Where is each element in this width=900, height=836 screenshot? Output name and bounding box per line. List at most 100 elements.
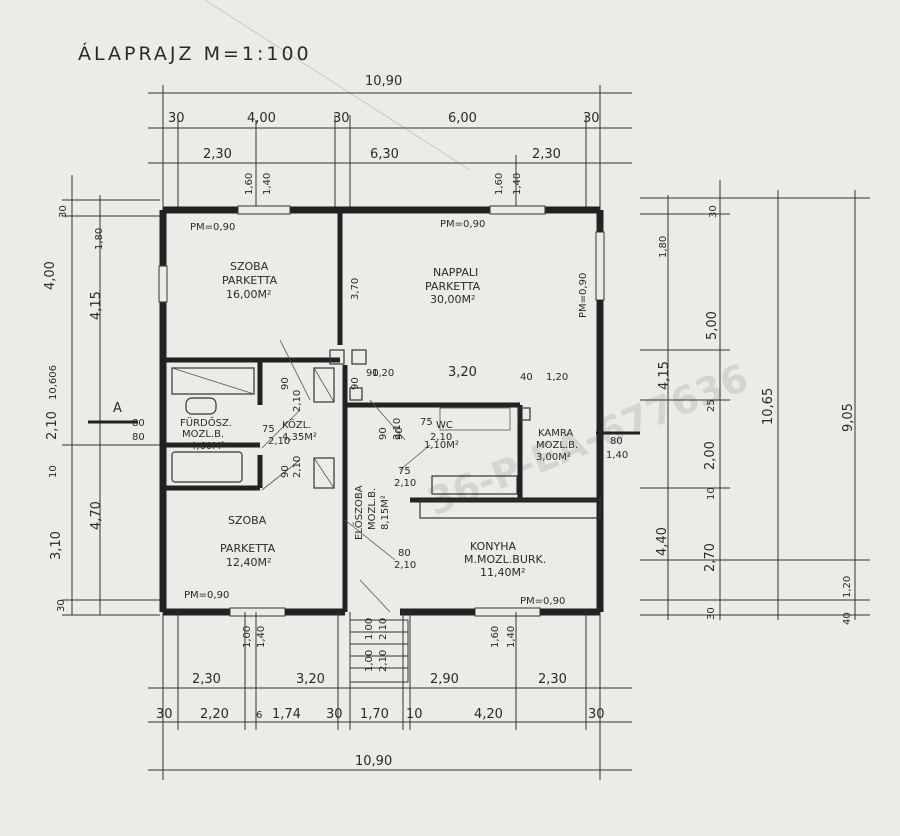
room-window-sill: PM=0,90 bbox=[184, 590, 229, 601]
dim-bottom-6: 6 bbox=[256, 710, 262, 721]
dim-bottom-window: 1,00 bbox=[242, 626, 253, 648]
dim-bottom-220: 2,20 bbox=[200, 707, 229, 722]
dim-bottom-10: 10 bbox=[406, 707, 423, 722]
dim-bottom-420: 4,20 bbox=[474, 707, 503, 722]
inner-dim: 2,10 bbox=[378, 618, 389, 640]
room-name: FÜRDŐSZ. bbox=[180, 415, 232, 429]
dim-right-30-a: 30 bbox=[708, 205, 719, 218]
room-eloszoba: ELŐSZOBA MOZL.B. 8,15M² bbox=[351, 485, 391, 540]
dim-bottom-230-a: 2,30 bbox=[192, 672, 221, 687]
dim-window-140-a: 1,40 bbox=[262, 173, 273, 195]
inner-dim: 90 bbox=[378, 427, 389, 440]
inner-dim: 2,10 bbox=[268, 436, 290, 447]
dim-bottom-window: 1,40 bbox=[256, 626, 267, 648]
room-floor: PARKETTA bbox=[425, 280, 481, 293]
dim-right-500: 5,00 bbox=[705, 311, 720, 340]
dim-top-30-b: 30 bbox=[333, 111, 350, 126]
bottom-dimensions: 1,00 1,40 1,00 2,10 1,60 1,40 2,30 3,20 … bbox=[148, 612, 632, 780]
dim-bottom-window: 1,00 bbox=[364, 650, 375, 672]
dim-bottom-290: 2,90 bbox=[430, 672, 459, 687]
dim-bottom-30-b: 30 bbox=[326, 707, 343, 722]
inner-dim: 3,70 bbox=[350, 278, 361, 300]
room-area: 12,40M² bbox=[226, 556, 271, 569]
dim-left-30-b: 30 bbox=[56, 599, 67, 612]
room-floor: PARKETTA bbox=[220, 542, 276, 555]
dim-right-door-140: 1,40 bbox=[606, 450, 628, 461]
dim-right-270: 2,70 bbox=[703, 543, 718, 572]
paper-fold-line bbox=[204, 0, 471, 171]
room-name: KAMRA bbox=[538, 428, 573, 439]
dim-top-230-b: 2,30 bbox=[532, 147, 561, 162]
room-window-sill-2: PM=0,90 bbox=[578, 273, 589, 318]
dim-right-200: 2,00 bbox=[703, 441, 718, 470]
inner-dim: 75 bbox=[398, 466, 411, 477]
dim-top-230-a: 2,30 bbox=[203, 147, 232, 162]
room-area: 30,00M² bbox=[430, 293, 475, 306]
dim-left-310: 3,10 bbox=[49, 531, 64, 560]
dim-top-total: 10,90 bbox=[365, 74, 402, 89]
top-dimensions: 10,90 30 4,00 30 6,00 30 2,30 6,30 2,30 … bbox=[148, 74, 632, 210]
dim-window-160-b: 1,60 bbox=[494, 173, 505, 195]
dim-left-10: 10 bbox=[48, 465, 59, 478]
windows bbox=[158, 205, 605, 617]
dim-window-160-a: 1,60 bbox=[244, 173, 255, 195]
inner-dim: 90 bbox=[280, 377, 291, 390]
inner-dim: 2,10 bbox=[394, 560, 416, 571]
room-window-sill: PM=0,90 bbox=[520, 596, 565, 607]
room-wc: WC 1,10M² bbox=[424, 420, 459, 451]
dim-top-30-a: 30 bbox=[168, 111, 185, 126]
room-name: WC bbox=[436, 420, 453, 431]
inner-dim: 1,00 bbox=[364, 618, 375, 640]
dim-right-905: 9,05 bbox=[841, 403, 856, 432]
inner-dim: 90 bbox=[366, 368, 379, 379]
room-name: SZOBA bbox=[230, 260, 269, 273]
inner-dim: 90 bbox=[394, 427, 405, 440]
room-area: 3,00M² bbox=[536, 452, 571, 463]
room-floor: MOZL.B. bbox=[536, 440, 578, 451]
room-area: 4,60M² bbox=[190, 441, 225, 452]
dim-left-400: 4,00 bbox=[43, 261, 58, 290]
section-marker-a: A bbox=[113, 401, 122, 416]
room-name: SZOBA bbox=[228, 514, 267, 527]
dim-left-10606: 10,606 bbox=[48, 365, 59, 400]
left-dimensions: 4,00 4,15 10,606 2,10 10 4,70 30 1,80 80… bbox=[43, 175, 160, 616]
dim-left-210: 2,10 bbox=[45, 411, 60, 440]
room-kozl: KÖZL. 4,35M² bbox=[282, 418, 317, 443]
room-name: NAPPALI bbox=[433, 266, 478, 279]
room-szoba-1: SZOBA PARKETTA 16,00M² PM=0,90 bbox=[190, 222, 278, 301]
room-floor: MOZL.B. bbox=[182, 429, 224, 440]
dim-right-10: 10 bbox=[706, 487, 717, 500]
inner-dim: 90 bbox=[280, 465, 291, 478]
dim-bottom-30-a: 30 bbox=[156, 707, 173, 722]
dim-right-25: 25 bbox=[706, 399, 717, 412]
inner-dim: 2,10 bbox=[392, 418, 403, 440]
dim-bottom-window: 1,60 bbox=[490, 626, 501, 648]
dim-right-440: 4,40 bbox=[655, 527, 670, 556]
room-konyha: KONYHA M.MOZL.BURK. 11,40M² PM=0,90 bbox=[464, 540, 565, 607]
dim-bottom-30-c: 30 bbox=[588, 707, 605, 722]
dim-left-80-a: 80 bbox=[132, 418, 145, 429]
inner-dim: 90 bbox=[350, 377, 361, 390]
dim-top-630: 6,30 bbox=[370, 147, 399, 162]
inner-dim: 75 bbox=[262, 424, 275, 435]
room-floor: M.MOZL.BURK. bbox=[464, 553, 546, 566]
inner-dim: 2,10 bbox=[292, 390, 303, 412]
dim-left-80-b: 80 bbox=[132, 432, 145, 443]
dim-right-180: 1,80 bbox=[658, 236, 669, 258]
inner-dim: 1,20 bbox=[372, 368, 394, 379]
fixtures bbox=[171, 339, 601, 683]
dim-window-140-b: 1,40 bbox=[512, 173, 523, 195]
dim-bottom-total: 10,90 bbox=[355, 754, 392, 769]
inner-dim: 40 bbox=[520, 372, 533, 383]
dim-top-600: 6,00 bbox=[448, 111, 477, 126]
dim-bottom-window: 2,10 bbox=[378, 650, 389, 672]
room-area: 16,00M² bbox=[226, 288, 271, 301]
inner-dim: 1,20 bbox=[546, 372, 568, 383]
dim-bottom-230-b: 2,30 bbox=[538, 672, 567, 687]
room-area: 8,15M² bbox=[380, 495, 391, 530]
dim-top-30-c: 30 bbox=[583, 111, 600, 126]
room-name: KÖZL. bbox=[282, 418, 311, 431]
inner-dim: 2,10 bbox=[394, 478, 416, 489]
room-labels: SZOBA PARKETTA 16,00M² PM=0,90 NAPPALI P… bbox=[180, 219, 589, 607]
